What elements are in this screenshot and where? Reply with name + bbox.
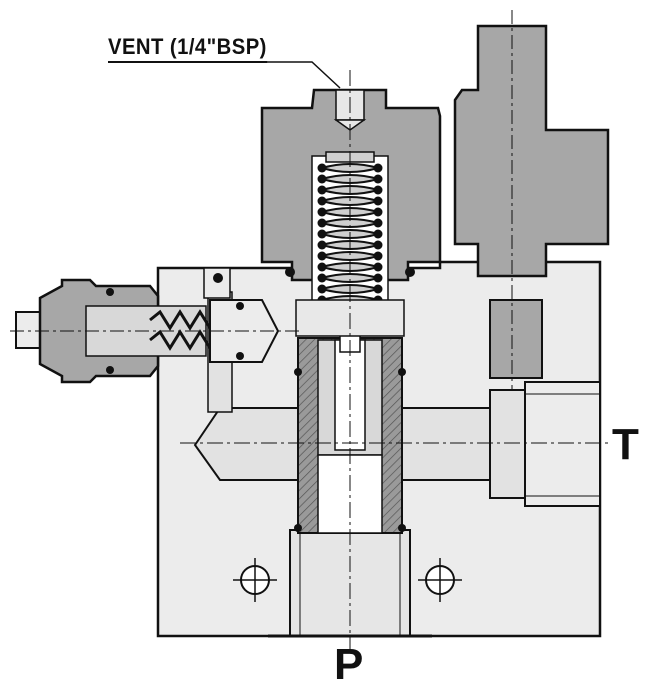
spring-coil-end (317, 240, 327, 250)
spring-coil-end (317, 196, 327, 206)
spring-coil-end (373, 163, 383, 173)
spring-coil-end (317, 251, 327, 261)
spring-coil-end (373, 196, 383, 206)
mounting-hole-left (233, 558, 277, 602)
spring-coil-end (317, 185, 327, 195)
spring-coil-end (317, 218, 327, 228)
spring-coil-end (317, 207, 327, 217)
spring-coil-end (373, 229, 383, 239)
spring-coil-end (373, 284, 383, 294)
vent-label: VENT (1/4"BSP) (108, 34, 267, 63)
relief-cartridge (10, 267, 300, 384)
spring-coil-end (317, 174, 327, 184)
spring-coil-end (373, 262, 383, 272)
port-p-label: P (334, 640, 364, 689)
mounting-hole-right (418, 558, 462, 602)
spring-coil-end (317, 163, 327, 173)
spring-coil-end (373, 185, 383, 195)
spring-coil-end (317, 262, 327, 272)
spring-coil-end (317, 284, 327, 294)
right-valve-housing (453, 10, 610, 390)
spring-coil-end (373, 251, 383, 261)
spring-coil-end (373, 240, 383, 250)
spring-bonnet (260, 88, 442, 337)
spring-coil-end (317, 229, 327, 239)
spring-coil-end (373, 207, 383, 217)
port-t-label: T (612, 420, 639, 469)
vent-leader-line (108, 61, 341, 89)
spring-coil-end (373, 218, 383, 228)
spring-coil-end (317, 273, 327, 283)
spring-coil-end (373, 174, 383, 184)
spring-coil-end (373, 273, 383, 283)
